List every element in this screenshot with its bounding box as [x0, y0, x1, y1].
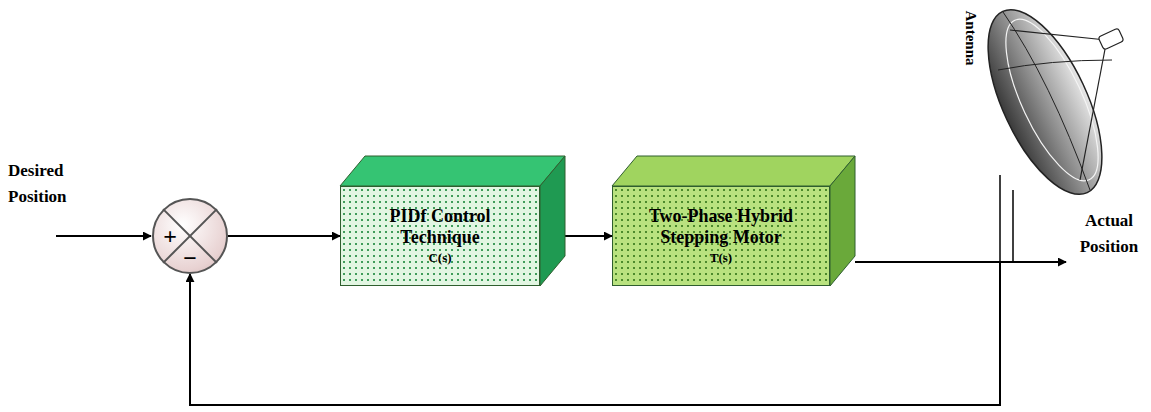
transfer-function: T(s) — [623, 251, 819, 266]
antenna-post — [999, 175, 1001, 262]
box-text: Two-Phase Hybrid Stepping MotorT(s) — [623, 206, 819, 265]
block-title: PIDf Control Technique — [351, 206, 529, 247]
dish-line — [1003, 12, 1090, 190]
dish-rim — [988, 8, 1117, 193]
junction-sign: − — [178, 246, 202, 270]
box-side-face — [540, 156, 565, 286]
feed-horn — [1098, 28, 1124, 50]
controller-box: PIDf Control TechniqueC(s) — [340, 186, 540, 286]
output-arrow — [856, 261, 1066, 263]
antenna-label: Antenna — [961, 7, 981, 69]
output-label: Actual Position — [1072, 208, 1146, 261]
signal-arrow — [190, 262, 1000, 405]
antenna-dish — [965, 0, 1126, 210]
transfer-function: C(s) — [351, 251, 529, 266]
box-text: PIDf Control TechniqueC(s) — [351, 206, 529, 265]
junction-sign: + — [158, 224, 182, 248]
summing-junction: +− — [152, 198, 228, 274]
motor-box: Two-Phase Hybrid Stepping MotorT(s) — [612, 186, 830, 286]
feed-arm — [1010, 30, 1106, 40]
signal-arrow — [565, 235, 612, 237]
feed-arm — [1080, 44, 1106, 180]
antenna-base — [993, 261, 1020, 263]
dish-line — [998, 60, 1112, 70]
box-top-face — [340, 156, 565, 186]
antenna-post — [1012, 190, 1014, 262]
box-side-face — [830, 156, 855, 286]
signal-arrow — [228, 235, 340, 237]
input-arrow — [56, 235, 151, 237]
box-top-face — [612, 156, 855, 186]
block-title: Two-Phase Hybrid Stepping Motor — [623, 206, 819, 247]
input-label: Desired Position — [8, 158, 92, 211]
